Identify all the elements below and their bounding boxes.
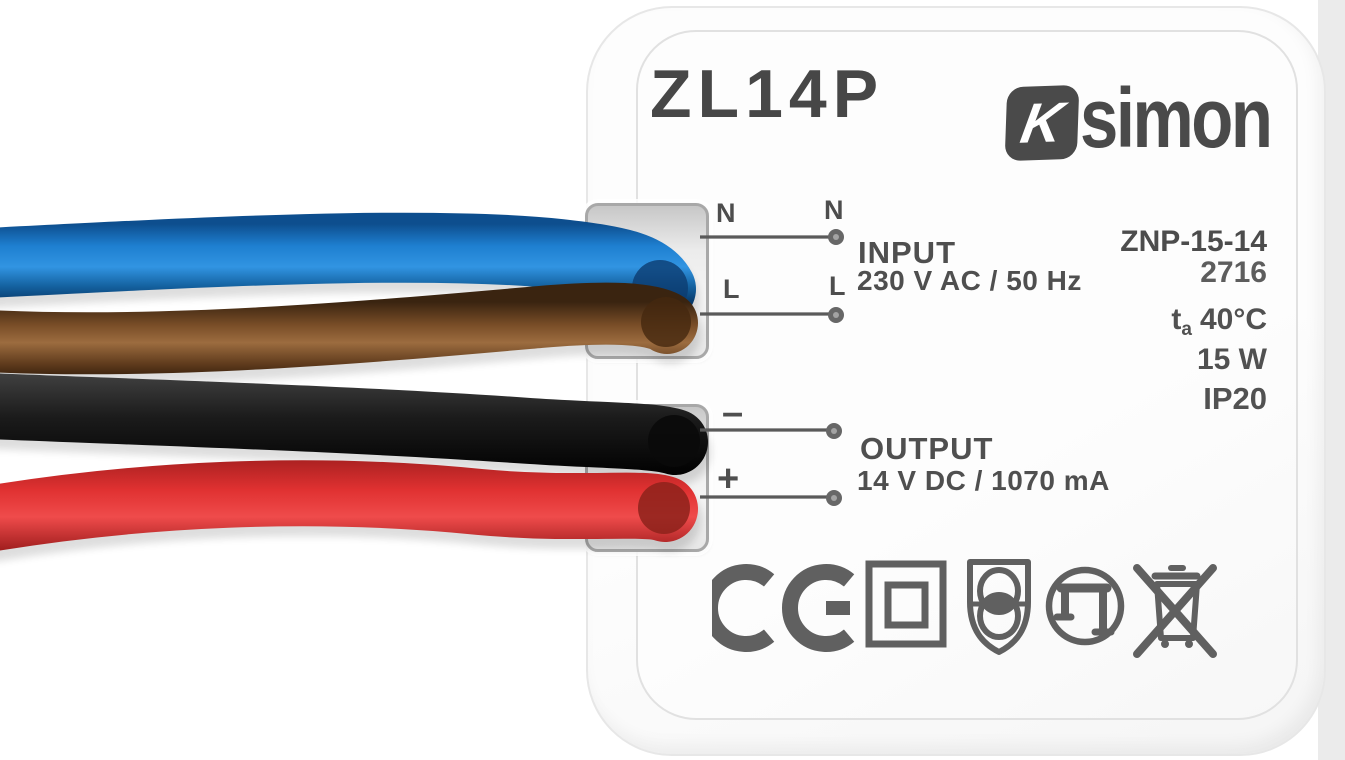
input-spec: 230 V AC / 50 Hz — [857, 265, 1082, 296]
max-power-rating: 15 W — [1196, 343, 1267, 376]
weee-crossed-bin-icon — [1133, 564, 1217, 658]
negative-wire — [0, 373, 708, 475]
type-code: ZNP-15-14 — [1120, 225, 1267, 258]
output-terminal-minus-label: – — [722, 392, 744, 434]
input-terminal-n-label: N — [716, 198, 736, 228]
brand-logo-mark: K — [1004, 84, 1080, 162]
output-spec: 14 V DC / 1070 mA — [857, 465, 1110, 496]
input-terminal-l-label-2: L — [829, 271, 846, 301]
furniture-installation-icon — [1045, 566, 1125, 646]
input-terminal-slot — [585, 203, 709, 359]
power-supply-faceplate — [636, 30, 1298, 720]
output-terminal-plus-label: + — [717, 458, 740, 500]
temp-symbol: t — [1171, 303, 1182, 336]
output-label: OUTPUT — [860, 431, 994, 466]
ce-mark-icon — [712, 564, 855, 652]
positive-wire — [0, 460, 698, 551]
wire-shadows — [0, 222, 711, 561]
model-number: ZL14P — [650, 56, 885, 132]
ip-rating: IP20 — [1203, 381, 1267, 416]
output-terminal-slot — [585, 404, 709, 552]
temp-subscript: a — [1181, 319, 1192, 340]
line-wire — [0, 282, 698, 375]
brand-name: simon — [1080, 71, 1273, 165]
class-ii-insulation-icon — [865, 560, 947, 648]
neutral-wire — [0, 212, 696, 324]
ambient-temperature-rating: ta 40°C — [1171, 303, 1267, 340]
brand-k-icon: K — [1016, 90, 1068, 155]
input-terminal-n-label-2: N — [824, 195, 844, 225]
serial-number: 2716 — [1200, 256, 1267, 289]
input-terminal-l-label: L — [723, 274, 740, 304]
safety-shield-icon — [967, 559, 1031, 655]
input-label: INPUT — [858, 235, 956, 270]
temp-value: 40°C — [1199, 303, 1267, 336]
